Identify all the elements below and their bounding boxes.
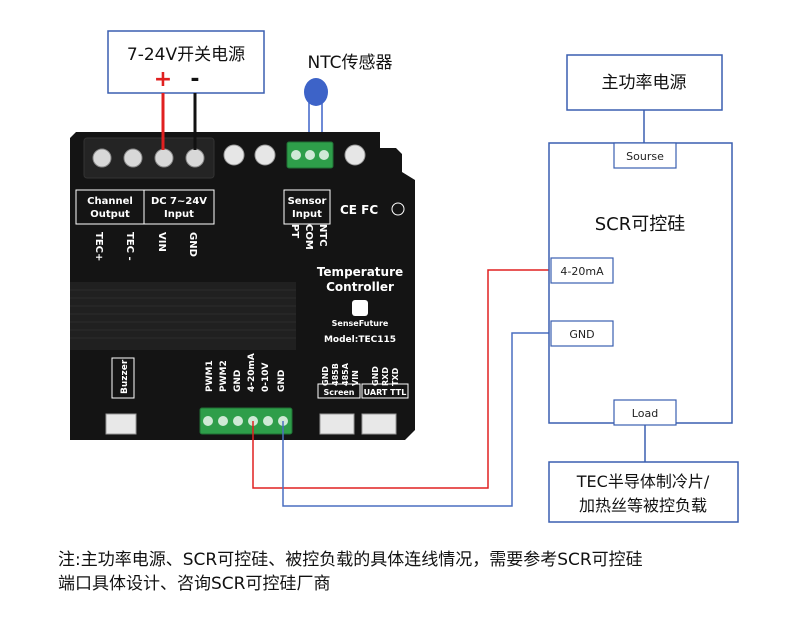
model-label: Model:TEC115 xyxy=(324,335,396,345)
scr-port-load xyxy=(613,399,677,426)
channel-output-line1: Channel xyxy=(87,196,133,207)
pin-vin: VIN xyxy=(156,232,167,252)
pin-screen-485a: 485A xyxy=(341,362,350,386)
ntc-label: NTC传感器 xyxy=(308,53,393,73)
indicator-led-icon xyxy=(254,144,276,166)
tec-load-box xyxy=(548,461,739,523)
power-supply-label: 7-24V开关电源 xyxy=(127,45,245,65)
pin-ntc: NTC xyxy=(317,224,328,247)
tec-label-line2: 加热丝等被控负载 xyxy=(579,496,707,515)
recycle-icon xyxy=(391,202,405,216)
uart-label: UART TTL xyxy=(364,388,407,397)
top-screw-terminals xyxy=(92,148,205,168)
minus-sign: - xyxy=(190,67,199,92)
pin-tec-plus: TEC+ xyxy=(93,232,104,261)
main-power-label: 主功率电源 xyxy=(602,73,687,93)
scr-label: SCR可控硅 xyxy=(595,214,686,235)
certification-marks: CE FC xyxy=(340,203,378,217)
screen-box xyxy=(317,383,361,399)
buzzer-label: Buzzer xyxy=(120,359,130,394)
screen-connector xyxy=(319,413,355,435)
uart-connector xyxy=(361,413,397,435)
signal-terminal xyxy=(199,407,293,435)
scr-port-4-20ma-label: 4-20mA xyxy=(560,265,604,278)
dc-input-line2: Input xyxy=(164,209,194,220)
scr-port-source xyxy=(613,142,677,169)
tec-label-line1: TEC半导体制冷片/ xyxy=(576,472,710,491)
plus-sign: + xyxy=(154,67,172,92)
screen-label: Screen xyxy=(324,388,355,397)
device-title-line2: Controller xyxy=(326,280,394,294)
pin-screen-gnd: GND xyxy=(321,366,330,386)
pin-uart-txd: TXD xyxy=(391,367,400,386)
dc-input-line1: DC 7~24V xyxy=(151,196,207,207)
screw-icon xyxy=(92,148,112,168)
screw-icon xyxy=(291,150,301,160)
buzzer-connector xyxy=(105,413,137,435)
device-title-line1: Temperature xyxy=(317,265,403,279)
indicator-led-icon xyxy=(344,144,366,166)
screw-icon xyxy=(305,150,315,160)
footnote-line1: 注:主功率电源、SCR可控硅、被控负载的具体连线情况，需要参考SCR可控硅 xyxy=(58,550,643,570)
indicator-led-icon xyxy=(223,144,245,166)
sensor-input-box xyxy=(283,189,331,225)
sensor-input-line1: Sensor xyxy=(288,196,327,207)
pin-gnd: GND xyxy=(187,232,198,257)
heatsink xyxy=(70,282,296,350)
scr-port-source-label: Sourse xyxy=(626,150,664,163)
pin-0-10v: 0-10V xyxy=(261,362,271,392)
screw-icon xyxy=(319,150,329,160)
footnote: 注:主功率电源、SCR可控硅、被控负载的具体连线情况，需要参考SCR可控硅 端口… xyxy=(58,548,778,596)
main-power-box xyxy=(566,54,723,111)
sensor-input-line2: Input xyxy=(292,209,322,220)
pin-uart-rxd: RXD xyxy=(381,367,390,386)
wire-gnd xyxy=(282,332,551,507)
pin-screen-485b: 485B xyxy=(331,363,340,386)
brand-name: SenseFuture xyxy=(332,319,389,328)
power-supply-box xyxy=(107,30,265,94)
screw-icon xyxy=(154,148,174,168)
footnote-line2: 端口具体设计、咨询SCR可控硅厂商 xyxy=(58,574,331,594)
scr-port-gnd xyxy=(550,320,614,347)
pin-tec-minus: TEC - xyxy=(124,232,135,261)
top-terminal-block xyxy=(83,137,215,179)
pin-pt: PT xyxy=(289,224,300,238)
scr-port-gnd-label: GND xyxy=(569,328,594,341)
scr-port-load-label: Load xyxy=(632,407,658,420)
screw-icon xyxy=(185,148,205,168)
wire-4-20ma xyxy=(252,269,551,489)
pin-pwm1: PWM1 xyxy=(205,360,215,392)
pin-screen-vin: VIN xyxy=(351,370,360,386)
pin-uart-gnd: GND xyxy=(371,366,380,386)
heatsink-fins xyxy=(70,289,296,339)
pin-4-20ma: 4-20mA xyxy=(247,353,257,392)
pin-com: COM xyxy=(303,224,314,250)
uart-box xyxy=(361,383,409,399)
ntc-sensor-icon xyxy=(304,78,328,106)
scr-port-4-20ma xyxy=(550,257,614,284)
buzzer-box xyxy=(111,357,135,399)
pin-gnd-bottom: GND xyxy=(233,370,243,392)
channel-output-line2: Output xyxy=(90,209,130,220)
brand-logo-icon xyxy=(352,300,368,316)
pin-gnd-bottom-2: GND xyxy=(277,370,287,392)
screw-icon xyxy=(123,148,143,168)
dc-input-box xyxy=(143,189,215,225)
pin-pwm2: PWM2 xyxy=(219,360,229,392)
